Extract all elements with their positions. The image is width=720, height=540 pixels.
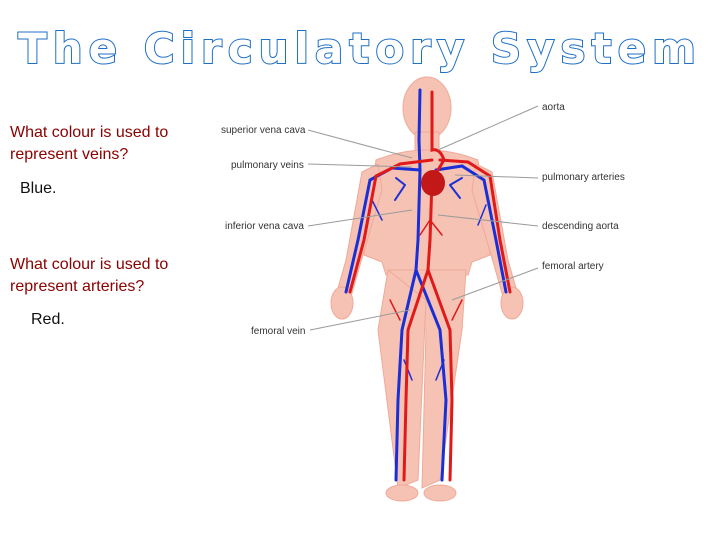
label-femoral-artery: femoral artery xyxy=(542,261,604,272)
arteries xyxy=(348,90,512,482)
question-arteries: What colour is used to represent arterie… xyxy=(10,256,169,295)
body-silhouette xyxy=(330,76,524,502)
question-veins: What colour is used to represent veins? xyxy=(10,124,169,163)
label-aorta: aorta xyxy=(542,102,565,113)
label-inferior-vena-cava: inferior vena cava xyxy=(225,221,304,232)
veins xyxy=(344,88,508,482)
heart xyxy=(421,170,445,196)
label-pulmonary-veins: pulmonary veins xyxy=(231,160,304,171)
page-title: The Circulatory System xyxy=(17,23,702,74)
answer-veins: Blue. xyxy=(20,180,57,197)
label-descending-aorta: descending aorta xyxy=(542,221,619,232)
answer-arteries: Red. xyxy=(31,311,65,328)
label-pulmonary-arteries: pulmonary arteries xyxy=(542,172,625,183)
label-superior-vena-cava: superior vena cava xyxy=(221,125,306,136)
leader-lines xyxy=(307,105,539,331)
label-femoral-vein: femoral vein xyxy=(251,326,305,337)
